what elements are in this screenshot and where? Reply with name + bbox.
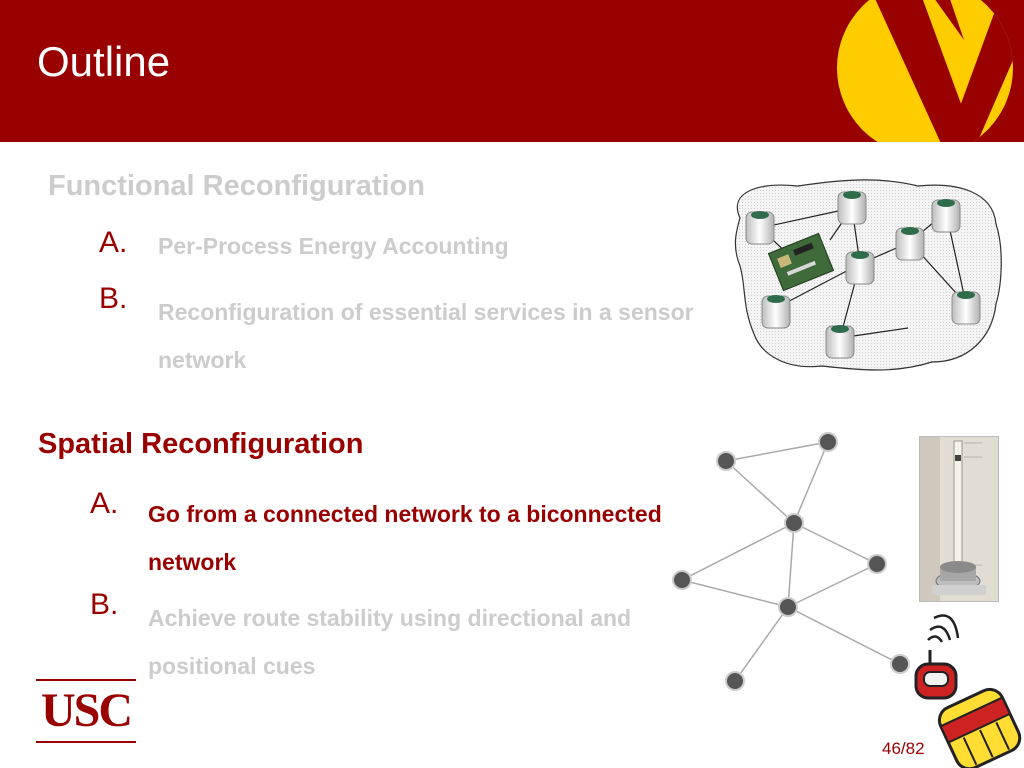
sensor-mesh-figure <box>734 179 1002 371</box>
v-logo-icon <box>837 0 1013 142</box>
usc-logo-text: USC <box>40 684 133 737</box>
item-letter: B. <box>99 282 128 315</box>
item-text: Achieve route stability using directiona… <box>148 605 632 679</box>
item-letter: A. <box>99 226 128 259</box>
robot-icon <box>914 614 1022 768</box>
item-text: Per-Process Energy Accounting <box>158 233 509 259</box>
item-letter: B. <box>90 588 119 621</box>
item-text: Go from a connected network to a biconne… <box>148 501 662 575</box>
section-title: Spatial Reconfiguration <box>38 428 364 460</box>
page-number: 46/82 <box>882 739 925 758</box>
item-text: Reconfiguration of essential services in… <box>158 299 694 373</box>
graph-edges <box>681 441 901 682</box>
circuit-board-icon <box>767 232 835 292</box>
usc-logo: USC <box>36 679 136 745</box>
graph-nodes <box>672 432 910 691</box>
item-letter: A. <box>90 487 119 520</box>
network-graph-figure <box>672 432 910 691</box>
slide-title: Outline <box>37 38 171 85</box>
section-title: Functional Reconfiguration <box>48 170 425 202</box>
sensor-motes <box>745 191 981 359</box>
slide-header: Outline <box>0 0 1024 142</box>
antenna-mote-photo <box>919 436 999 602</box>
